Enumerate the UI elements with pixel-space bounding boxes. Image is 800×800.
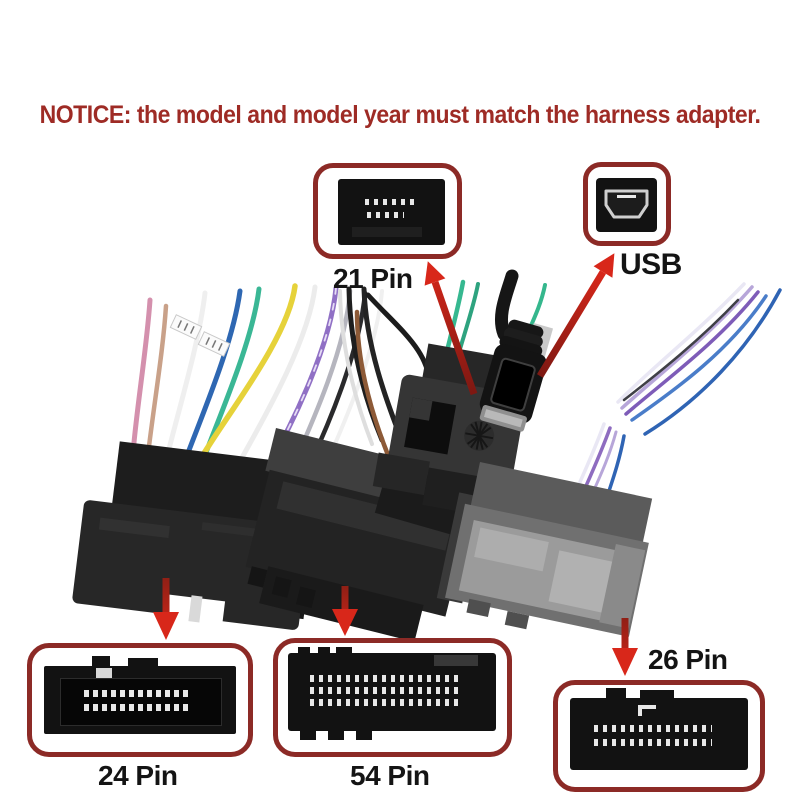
connector-face-usb [596,178,657,232]
notice-text: NOTICE: the model and model year must ma… [39,101,761,129]
callout-box-usb [583,162,671,246]
callout-box-54pin [273,638,512,757]
label-54pin: 54 Pin [350,760,430,791]
connector-face-21pin [338,179,445,245]
mini-usb-outline [604,189,649,219]
arrow-to-usb-box [537,253,615,378]
arrow-to-54pin-box [332,586,358,636]
callout-box-26pin [553,680,765,792]
wire-label-tag [169,314,231,357]
label-21pin: 21 Pin [333,263,413,294]
callout-box-21pin [313,163,462,259]
label-usb: USB [620,248,682,281]
label-26pin: 26 Pin [648,644,728,675]
label-24pin: 24 Pin [98,760,178,791]
mini-usb-plug [479,319,554,432]
wire-bundle-right [578,282,782,496]
arrow-to-26pin-box [612,618,638,676]
connector-26pin [436,462,653,637]
callout-box-24pin [27,643,253,757]
arrow-to-21pin-box [424,261,478,396]
arrow-to-24pin-box [153,578,179,640]
